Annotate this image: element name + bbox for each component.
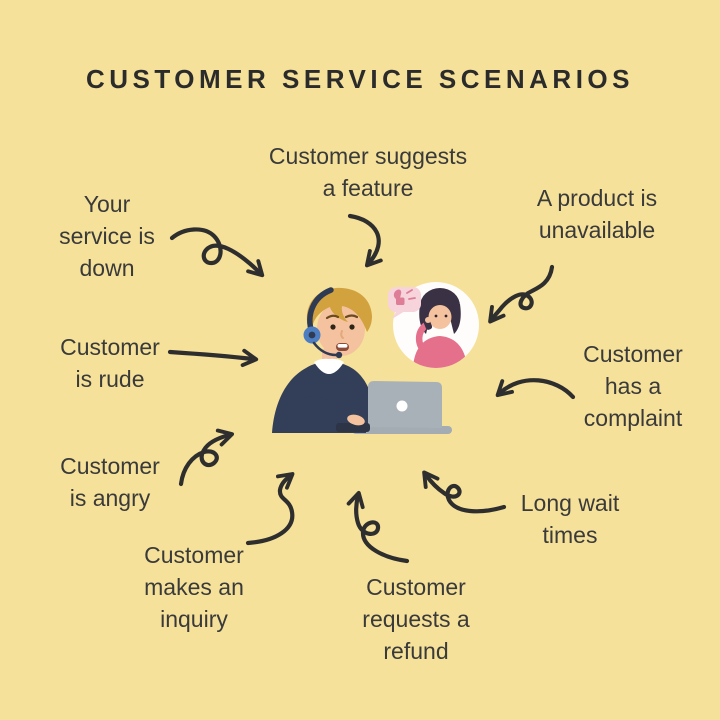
scenario-label-customer-complaint: Customer has a complaint [583,341,683,431]
arrow-customer-complaint [495,378,576,400]
scenario-label-customer-inquiry: Customer makes an inquiry [144,542,244,632]
scenario-label-customer-angry: Customer is angry [60,453,160,511]
scenario-label-long-wait-times: Long wait times [520,490,620,548]
arrow-customer-inquiry [245,472,295,546]
arrow-customer-angry [178,428,235,487]
arrow-service-down [169,227,265,278]
support-agent-illustration [272,287,452,434]
customer-call-bubble [388,282,479,368]
arrow-customer-rude [167,348,259,368]
laptop-icon [352,381,452,434]
scenario-label-service-down: Your service is down [59,191,155,281]
scenario-label-suggests-feature: Customer suggests a feature [268,143,468,201]
thumbs-up-icon [388,287,421,319]
customer-on-phone-illustration [413,288,467,368]
headset-icon [303,287,343,359]
arrow-suggests-feature [347,213,383,268]
scenario-label-customer-refund: Customer requests a refund [362,574,470,664]
arrow-product-unavailable [488,264,555,324]
scenario-label-customer-rude: Customer is rude [60,334,160,392]
scenario-label-product-unavailable: A product is unavailable [536,185,658,243]
page-title: CUSTOMER SERVICE SCENARIOS [85,64,634,94]
arrow-customer-refund [346,490,410,564]
arrow-long-wait-times [422,470,507,514]
